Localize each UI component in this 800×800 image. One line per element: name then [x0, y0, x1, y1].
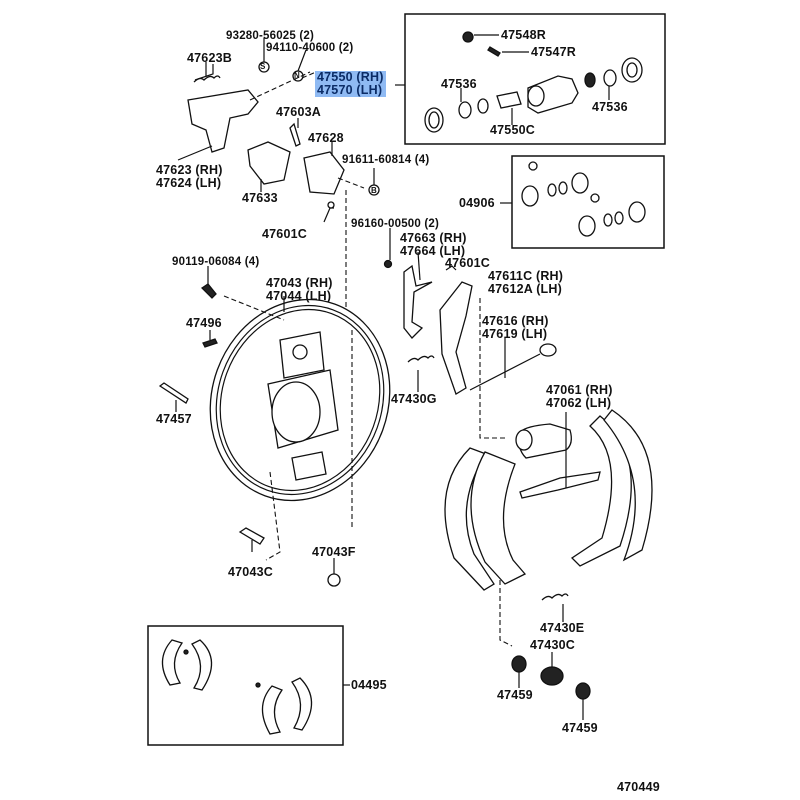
- label-04495[interactable]: 04495: [351, 678, 387, 692]
- label-47062: 47062 (LH): [546, 396, 612, 410]
- label-91611-60814[interactable]: 91611-60814 (4): [342, 154, 430, 166]
- label-47061-47062[interactable]: 47061 (RH) 47062 (LH): [546, 384, 613, 410]
- backing-plate: [209, 295, 391, 561]
- label-47663-47664[interactable]: 47663 (RH) 47664 (LH): [400, 232, 467, 258]
- label-47459-right[interactable]: 47459: [562, 721, 598, 735]
- label-47663: 47663 (RH): [400, 231, 467, 245]
- marker-n-icon: N: [294, 71, 300, 80]
- label-47536-right[interactable]: 47536: [592, 100, 628, 114]
- label-47616-47619[interactable]: 47616 (RH) 47619 (LH): [482, 315, 549, 341]
- label-47043: 47043 (RH): [266, 276, 333, 290]
- label-47601C-mid[interactable]: 47601C: [445, 256, 490, 270]
- parking-brake-parts: [383, 228, 557, 439]
- label-47611C-47612A[interactable]: 47611C (RH) 47612A (LH): [488, 270, 563, 296]
- label-47547R[interactable]: 47547R: [531, 45, 576, 59]
- label-47611C: 47611C (RH): [488, 269, 564, 283]
- label-47550-47570-highlighted[interactable]: 47550 (RH) 47570 (LH): [315, 71, 386, 97]
- label-47550: 47550 (RH): [317, 70, 384, 84]
- label-47043-47044[interactable]: 47043 (RH) 47044 (LH): [266, 277, 333, 303]
- label-47457[interactable]: 47457: [156, 412, 192, 426]
- label-47603A[interactable]: 47603A: [276, 105, 321, 119]
- brake-shoe-kit-box: [147, 625, 350, 746]
- label-47633[interactable]: 47633: [242, 191, 278, 205]
- marker-s-icon: S: [260, 62, 266, 71]
- label-47550C[interactable]: 47550C: [490, 123, 535, 137]
- bottom-right-parts: [499, 580, 591, 720]
- left-small-parts: [158, 266, 341, 587]
- label-96160-00500[interactable]: 96160-00500 (2): [351, 218, 440, 230]
- label-04906[interactable]: 04906: [459, 196, 495, 210]
- label-47061: 47061 (RH): [546, 383, 613, 397]
- label-47628[interactable]: 47628: [308, 131, 344, 145]
- label-47624: 47624 (LH): [156, 176, 222, 190]
- label-47623B[interactable]: 47623B: [187, 51, 232, 65]
- label-93280-56025[interactable]: 93280-56025 (2): [226, 30, 315, 42]
- brake-shoes: [444, 409, 653, 591]
- label-47536-left[interactable]: 47536: [441, 77, 477, 91]
- label-47570: 47570 (LH): [317, 83, 383, 97]
- label-47043F[interactable]: 47043F: [312, 545, 356, 559]
- label-47616: 47616 (RH): [482, 314, 549, 328]
- label-94110-40600[interactable]: 94110-40600 (2): [266, 42, 354, 54]
- label-90119-06084[interactable]: 90119-06084 (4): [172, 256, 260, 268]
- marker-b-icon: B: [371, 186, 377, 195]
- upper-parts: [177, 38, 380, 330]
- label-47601C-top[interactable]: 47601C: [262, 227, 307, 241]
- label-47459-left[interactable]: 47459: [497, 688, 533, 702]
- bleeder-plug-icon: [487, 46, 501, 57]
- label-47496[interactable]: 47496: [186, 316, 222, 330]
- label-47548R[interactable]: 47548R: [501, 28, 546, 42]
- label-47619: 47619 (LH): [482, 327, 548, 341]
- label-47430E[interactable]: 47430E: [540, 621, 585, 635]
- label-47612A: 47612A (LH): [488, 282, 562, 296]
- label-47430C[interactable]: 47430C: [530, 638, 575, 652]
- wheel-cylinder-kit-box: [395, 13, 666, 145]
- label-47430G[interactable]: 47430G: [391, 392, 437, 406]
- label-47623-47624[interactable]: 47623 (RH) 47624 (LH): [156, 164, 223, 190]
- label-47664: 47664 (LH): [400, 244, 466, 258]
- label-47623: 47623 (RH): [156, 163, 223, 177]
- label-47044: 47044 (LH): [266, 289, 332, 303]
- figure-id: 470449: [617, 780, 660, 794]
- bleeder-cap-icon: [462, 31, 474, 43]
- label-47043C[interactable]: 47043C: [228, 565, 273, 579]
- cylinder-repair-kit-box: [500, 155, 665, 249]
